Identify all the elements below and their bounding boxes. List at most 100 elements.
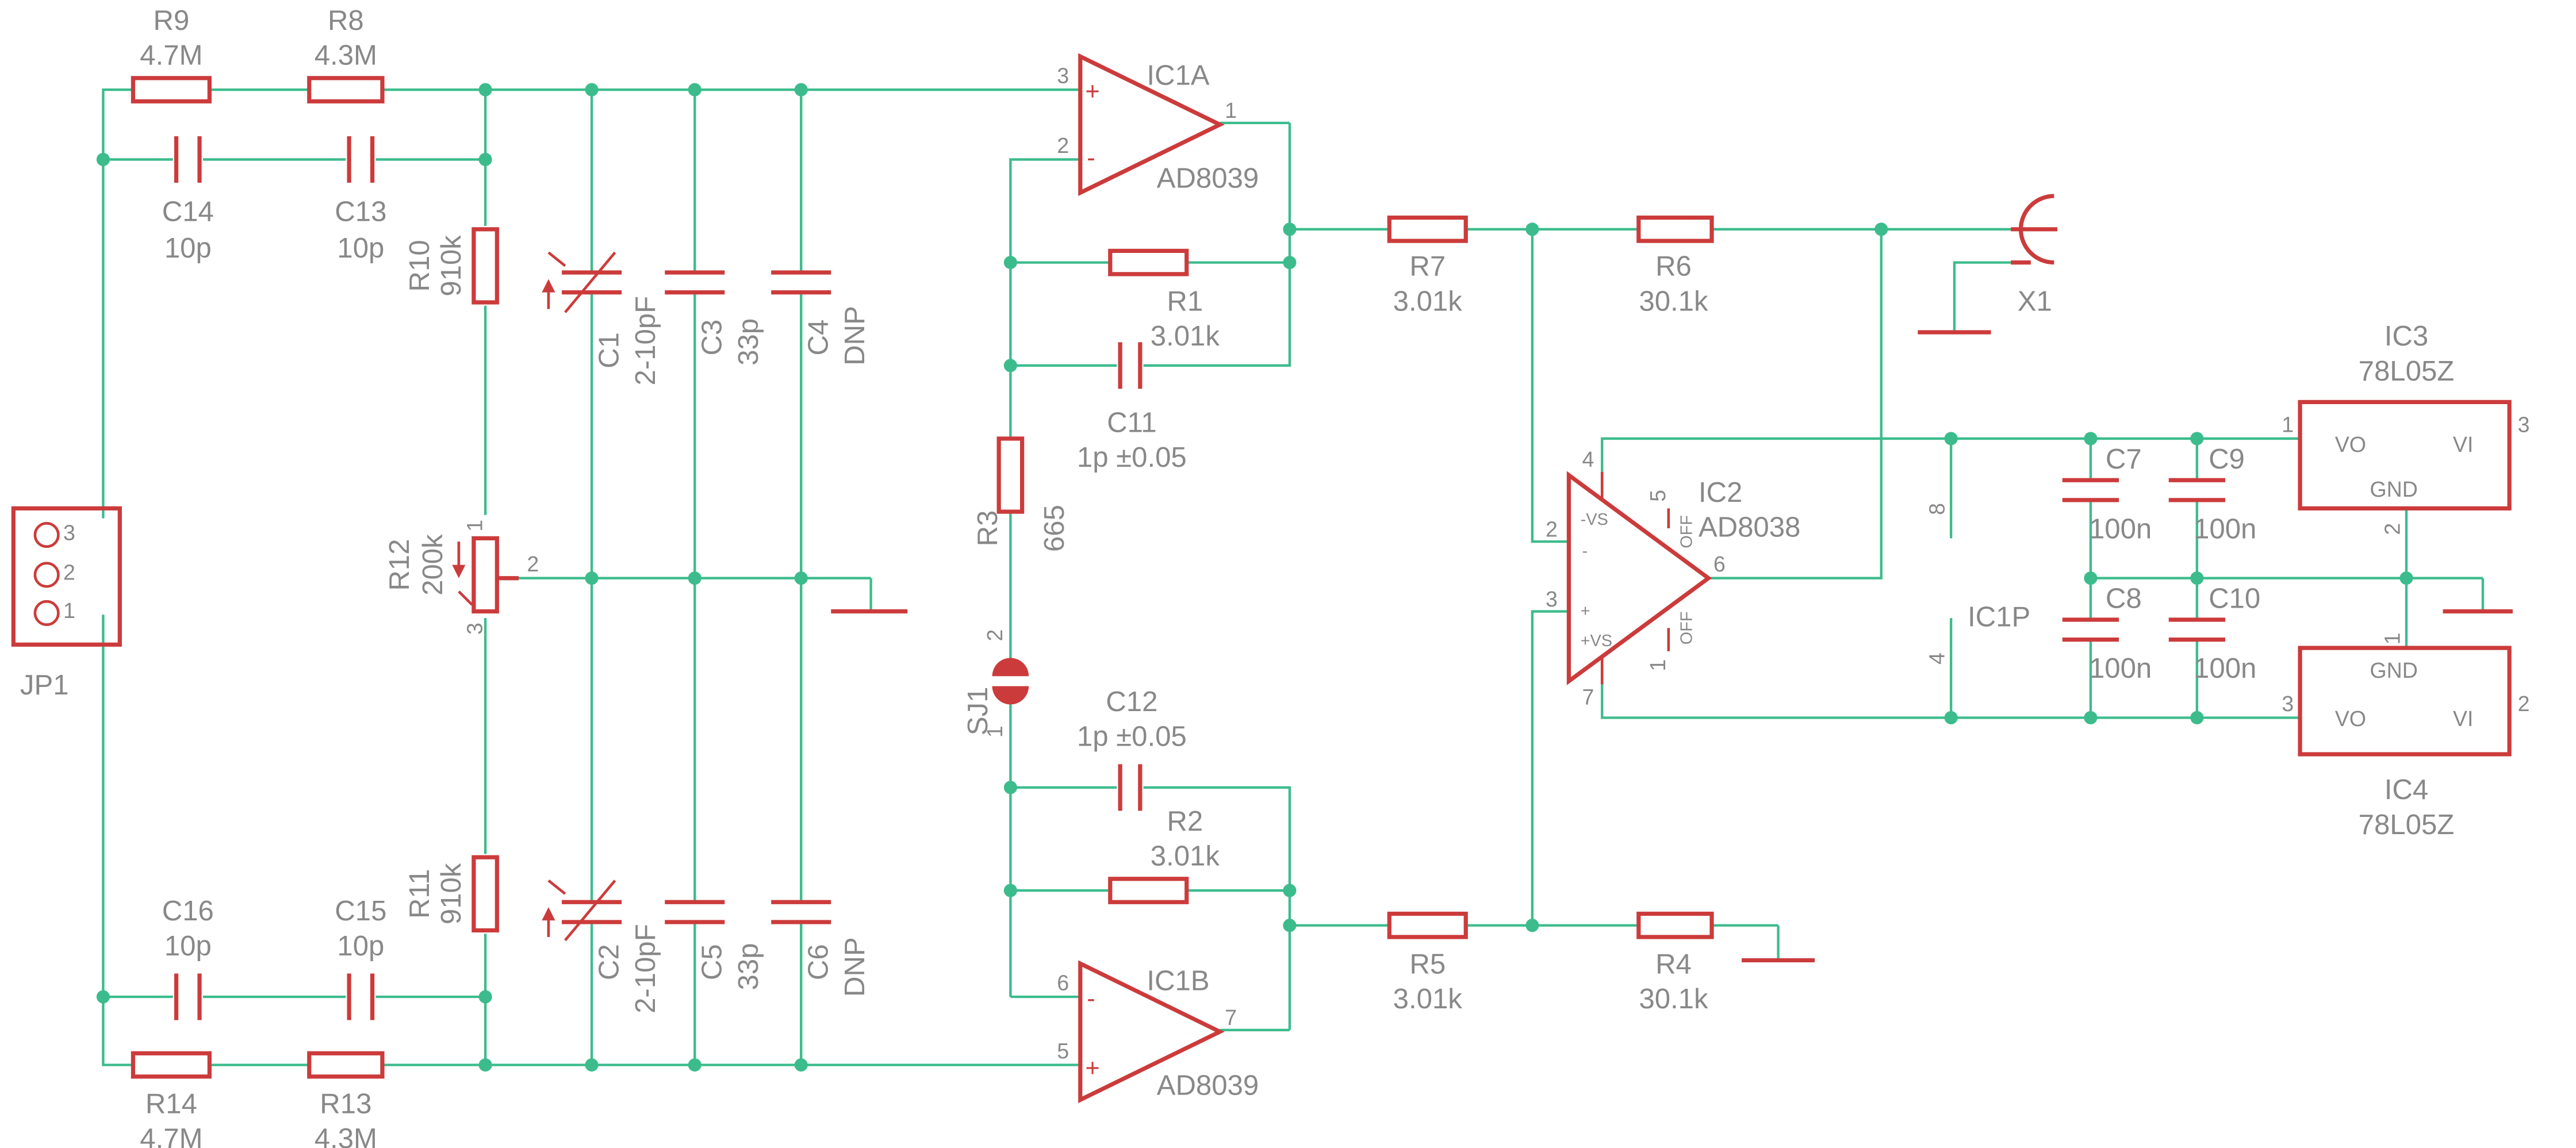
r10[interactable]: R10 910k (404, 227, 499, 305)
c3-value: 33p (733, 318, 764, 366)
c7-name: C7 (2106, 444, 2142, 475)
c3[interactable]: C3 33p (665, 270, 764, 366)
ic3-regulator[interactable]: VO VI GND 1 3 2 IC3 78L05Z (2282, 321, 2529, 535)
r3-value: 665 (1039, 505, 1070, 552)
ic2-pin7: 7 (1582, 685, 1594, 709)
ic1a-value: AD8039 (1157, 163, 1259, 194)
r12-value: 200k (417, 534, 448, 596)
r12-pin3: 3 (462, 623, 486, 635)
c8[interactable]: C8 100n (2062, 583, 2152, 684)
r8-name: R8 (328, 5, 364, 36)
ic2-pin4: 4 (1582, 447, 1594, 471)
jp1-pin3-label: 3 (63, 520, 75, 544)
ic2-off-top: OFF (1677, 515, 1696, 548)
junction-dots (96, 83, 2413, 1072)
ic2-name: IC2 (1699, 477, 1742, 508)
ic2-opamp[interactable]: -VS +VS - + OFF OFF 4 2 3 7 5 1 6 IC2 AD… (1546, 447, 1800, 709)
c12-name: C12 (1106, 686, 1157, 717)
ic1a-opamp[interactable]: + - 3 2 1 IC1A AD8039 (1057, 53, 1259, 197)
c12[interactable]: C12 1p ±0.05 (1077, 686, 1187, 811)
r6[interactable]: R6 30.1k (1636, 215, 1714, 317)
c9[interactable]: C9 100n (2168, 444, 2257, 544)
r14-value: 4.7M (140, 1123, 202, 1148)
c11[interactable]: C11 1p ±0.05 (1077, 342, 1187, 473)
c16[interactable]: C16 10p (162, 896, 214, 1020)
r5-value: 3.01k (1393, 984, 1463, 1015)
r7[interactable]: R7 3.01k (1387, 215, 1468, 317)
c14-value: 10p (164, 233, 212, 264)
ic3-name: IC3 (2385, 321, 2428, 352)
ic1a-pin3: 3 (1057, 64, 1069, 88)
c13[interactable]: C13 10p (335, 136, 386, 264)
ic1b-value: AD8039 (1157, 1070, 1259, 1101)
r10-value: 910k (436, 235, 467, 297)
r11[interactable]: R11 910k (404, 855, 499, 933)
c11-value: 1p ±0.05 (1077, 442, 1187, 473)
x1-coax-connector[interactable]: X1 (2011, 194, 2058, 317)
c2-trimmer[interactable]: C2 2-10pF (542, 879, 661, 1013)
ic1a-plus-sign: + (1085, 78, 1099, 105)
r13-name: R13 (320, 1088, 371, 1119)
c7[interactable]: C7 100n (2062, 444, 2152, 544)
c9-value: 100n (2194, 513, 2256, 544)
r12-pin2: 2 (527, 552, 539, 576)
c13-name: C13 (335, 196, 386, 227)
r12-name: R12 (384, 539, 415, 591)
r10-name: R10 (404, 240, 435, 291)
r5[interactable]: R5 3.01k (1387, 911, 1468, 1015)
r13-value: 4.3M (315, 1123, 377, 1148)
c11-name: C11 (1107, 407, 1156, 438)
c1-trimmer[interactable]: C1 2-10pF (542, 251, 661, 385)
jp1-connector[interactable]: 3 2 1 JP1 (11, 506, 122, 701)
r4-name: R4 (1655, 949, 1692, 980)
ic2-pin1: 1 (1646, 659, 1670, 671)
ic4-pin2: 2 (2518, 692, 2530, 716)
r9[interactable]: R9 4.7M (131, 5, 212, 103)
r12-potentiometer[interactable]: R12 200k 1 2 3 (384, 520, 539, 635)
r13[interactable]: R13 4.3M (307, 1051, 385, 1148)
c4-value: DNP (839, 306, 871, 366)
ic2-plus-sign: + (1581, 602, 1590, 620)
sj1-pin1: 1 (983, 725, 1007, 738)
ic4-regulator[interactable]: GND VO VI 3 2 1 IC4 78L05Z (2282, 632, 2529, 840)
ic2-pin5: 5 (1646, 490, 1670, 502)
c10[interactable]: C10 100n (2168, 583, 2260, 684)
c5-name: C5 (697, 944, 728, 980)
r1[interactable]: R1 3.01k (1108, 248, 1220, 352)
c6[interactable]: C6 DNP (771, 900, 871, 997)
ic3-value: 78L05Z (2359, 356, 2455, 387)
r2-value: 3.01k (1151, 841, 1220, 872)
r3[interactable]: R3 665 (972, 436, 1070, 552)
jp1-pin2-label: 2 (63, 560, 75, 585)
ic4-vi-label: VI (2453, 707, 2474, 731)
r2-name: R2 (1167, 806, 1203, 837)
c15-name: C15 (335, 896, 386, 927)
ic1p-pin4: 4 (1925, 652, 1949, 665)
c7-value: 100n (2089, 513, 2152, 544)
ic1b-plus-sign: + (1085, 1055, 1099, 1082)
c5[interactable]: C5 33p (665, 900, 764, 990)
ic3-vi-label: VI (2453, 432, 2474, 456)
c15[interactable]: C15 10p (335, 896, 386, 1020)
r4-value: 30.1k (1639, 984, 1708, 1015)
r4[interactable]: R4 30.1k (1636, 911, 1714, 1015)
r6-name: R6 (1655, 251, 1692, 282)
c6-name: C6 (803, 944, 834, 980)
ic1b-opamp[interactable]: - + 6 5 7 IC1B AD8039 (1057, 960, 1259, 1103)
jp1-pin1-label: 1 (63, 598, 75, 623)
ic1a-pin2: 2 (1057, 133, 1069, 158)
c4[interactable]: C4 DNP (771, 270, 871, 366)
ic1p-power[interactable]: 8 4 IC1P (1925, 503, 2031, 665)
r14[interactable]: R14 4.7M (131, 1051, 212, 1148)
sj1-solder-jumper[interactable]: 2 1 SJ1 (963, 629, 1029, 738)
x1-name: X1 (2018, 286, 2052, 317)
ic2-value: AD8038 (1699, 512, 1801, 543)
r2[interactable]: R2 3.01k (1108, 806, 1220, 904)
c14[interactable]: C14 10p (162, 136, 214, 264)
ic4-pin1: 1 (2380, 632, 2404, 644)
c10-value: 100n (2194, 653, 2256, 684)
r11-value: 910k (436, 863, 467, 924)
c15-value: 10p (337, 931, 384, 962)
r8[interactable]: R8 4.3M (307, 5, 385, 103)
ground-symbols (831, 330, 2513, 963)
